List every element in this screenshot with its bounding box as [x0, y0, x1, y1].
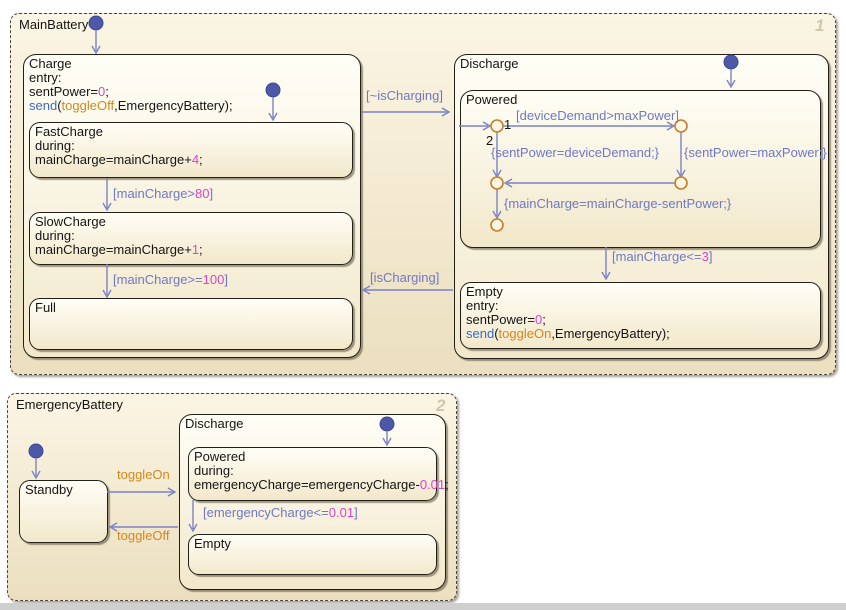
chart-main-battery-number: 1: [815, 16, 825, 35]
label-toggle-off[interactable]: toggleOff: [117, 528, 170, 543]
state-charge-send: send(toggleOff,EmergencyBattery);: [29, 98, 233, 113]
state-fast-charge[interactable]: FastCharge during: mainCharge=mainCharge…: [29, 122, 353, 178]
bottom-scrollbar-track[interactable]: [0, 603, 846, 610]
label-device-demand[interactable]: [deviceDemand>maxPower]: [516, 108, 679, 123]
state-powered-title: Powered: [466, 92, 518, 107]
state-empty-main-entry-label: entry:: [466, 298, 499, 313]
label-toggle-on[interactable]: toggleOn: [117, 467, 170, 482]
state-standby-title: Standby: [25, 482, 73, 497]
chart-emergency-battery-number: 2: [436, 396, 446, 415]
state-slow-charge-title: SlowCharge: [35, 214, 106, 229]
state-powered-emergency-during-label: during:: [194, 463, 234, 478]
state-empty-main-assign: sentPower=0;: [466, 312, 546, 327]
label-emergencycharge-le-001[interactable]: [emergencyCharge<=0.01]: [203, 505, 358, 520]
state-charge-title: Charge: [29, 56, 72, 71]
state-powered[interactable]: Powered: [460, 90, 821, 248]
label-branch-2[interactable]: 2: [486, 133, 494, 148]
state-empty-emergency-title: Empty: [194, 536, 231, 551]
state-standby[interactable]: Standby: [19, 480, 108, 543]
label-maincharge-minus-sentpower[interactable]: {mainCharge=mainCharge-sentPower;}: [504, 196, 732, 211]
state-empty-main-title: Empty: [466, 284, 503, 299]
chart-main-battery-title: MainBattery: [19, 17, 89, 32]
state-full[interactable]: Full: [29, 298, 353, 350]
state-empty-main[interactable]: Empty entry: sentPower=0; send(toggleOn,…: [460, 282, 821, 349]
state-powered-emergency-title: Powered: [194, 449, 246, 464]
state-fast-charge-assign: mainCharge=mainCharge+4;: [35, 152, 203, 167]
state-charge-entry-label: entry:: [29, 70, 62, 85]
chart-emergency-battery[interactable]: EmergencyBattery 2 Standby Discharge Pow…: [7, 393, 457, 601]
label-sentpower-maxpower[interactable]: {sentPower=maxPower;}: [684, 145, 827, 160]
state-charge-assign: sentPower=0;: [29, 84, 109, 99]
chart-emergency-battery-title: EmergencyBattery: [16, 397, 123, 412]
label-branch-1[interactable]: 1: [504, 117, 512, 132]
state-discharge-title: Discharge: [460, 56, 519, 71]
state-discharge-emergency-title: Discharge: [185, 416, 244, 431]
state-slow-charge[interactable]: SlowCharge during: mainCharge=mainCharge…: [29, 212, 353, 265]
label-not-charging[interactable]: [~isCharging]: [366, 88, 443, 103]
state-slow-charge-during-label: during:: [35, 228, 75, 243]
state-fast-charge-title: FastCharge: [35, 124, 103, 139]
state-full-title: Full: [35, 300, 56, 315]
label-maincharge-ge-100[interactable]: [mainCharge>=100]: [113, 272, 228, 287]
label-sentpower-devicedemand[interactable]: {sentPower=deviceDemand;}: [491, 145, 660, 160]
state-empty-main-send: send(toggleOn,EmergencyBattery);: [466, 326, 670, 341]
label-maincharge-over-80[interactable]: [mainCharge>80]: [113, 186, 214, 201]
label-charging[interactable]: [isCharging]: [370, 270, 440, 285]
state-powered-emergency-assign: emergencyCharge=emergencyCharge-0.01;: [194, 477, 449, 492]
state-empty-emergency[interactable]: Empty: [188, 534, 437, 575]
state-fast-charge-during-label: during:: [35, 138, 75, 153]
chart-main-battery[interactable]: MainBattery 1 Charge entry: sentPower=0;…: [10, 13, 836, 375]
state-powered-emergency[interactable]: Powered during: emergencyCharge=emergenc…: [188, 447, 449, 501]
label-maincharge-le-3[interactable]: [mainCharge<=3]: [612, 249, 713, 264]
state-slow-charge-assign: mainCharge=mainCharge+1;: [35, 242, 203, 257]
